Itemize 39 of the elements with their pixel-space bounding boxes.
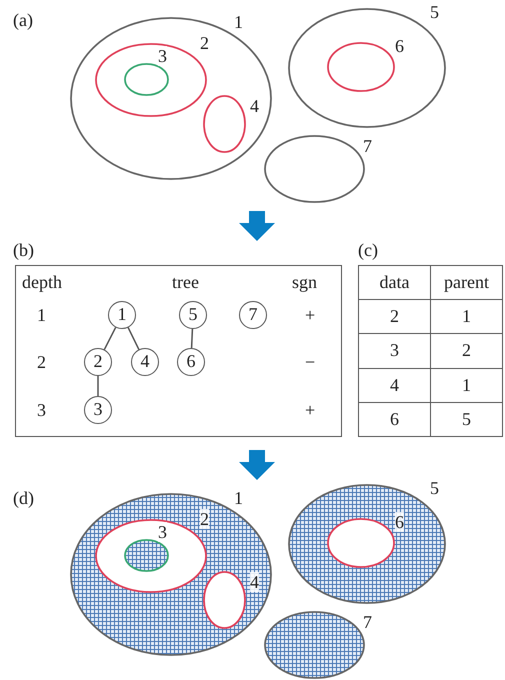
sign-symbol: + — [305, 400, 316, 420]
tree-node: 5 — [179, 301, 207, 329]
tree-node: 4 — [131, 348, 159, 376]
sign-symbol: − — [305, 352, 316, 372]
tree-node: 7 — [239, 301, 267, 329]
region-number: 2 — [200, 509, 209, 529]
table-cell: 6 — [358, 402, 430, 436]
panel-label: (b) — [13, 240, 34, 260]
depth-number: 2 — [37, 352, 46, 372]
tree-edge — [127, 327, 140, 350]
region-number: 4 — [250, 572, 259, 592]
column-header: sgn — [292, 272, 318, 292]
table-cell: 1 — [430, 300, 502, 334]
panel-label: (c) — [358, 240, 378, 260]
depth-number: 1 — [37, 305, 46, 325]
region-number: 3 — [158, 522, 167, 542]
table-cell: 2 — [430, 334, 502, 368]
tree-node: 3 — [84, 396, 112, 424]
sign-symbol: + — [305, 305, 316, 325]
panel-label: (d) — [13, 488, 34, 508]
tree-edge — [190, 328, 194, 348]
column-header: depth — [22, 272, 62, 292]
region-number: 3 — [158, 46, 167, 66]
column-header: data — [358, 266, 430, 300]
table-cell: 2 — [358, 300, 430, 334]
column-header: parent — [430, 266, 502, 300]
panel-label: (a) — [13, 10, 33, 30]
table-cell: 3 — [358, 334, 430, 368]
tree-edge — [104, 327, 116, 350]
table-cell: 5 — [430, 402, 502, 436]
tree-node: 2 — [84, 348, 112, 376]
table-cell: 4 — [358, 368, 430, 402]
depth-number: 3 — [37, 400, 46, 420]
table-cell: 1 — [430, 368, 502, 402]
column-header: tree — [172, 272, 199, 292]
tree-node: 6 — [177, 348, 205, 376]
tree-edge — [97, 376, 99, 396]
region-number: 6 — [395, 512, 404, 532]
tree-node: 1 — [108, 301, 136, 329]
